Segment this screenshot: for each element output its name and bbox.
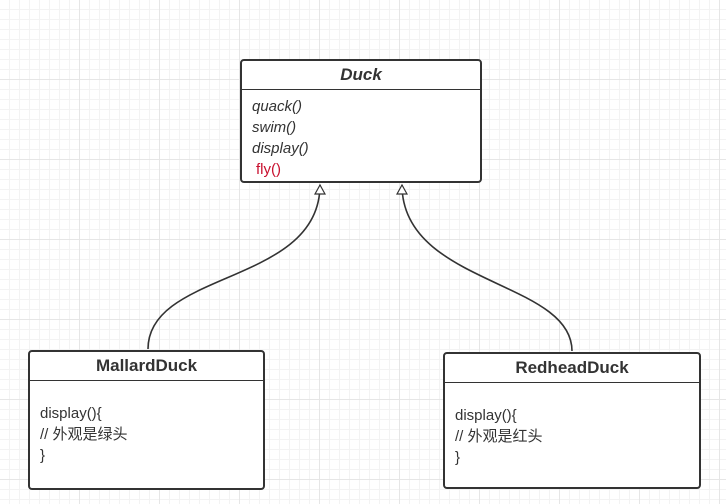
class-duck-methods: quack() swim() display() fly() [242, 90, 480, 186]
class-duck-name: Duck [242, 61, 480, 90]
class-mallard-duck[interactable]: MallardDuck display(){ // 外观是绿头 } [28, 350, 265, 490]
code-line: // 外观是红头 [455, 428, 543, 445]
class-mallard-duck-body: display(){ // 外观是绿头 } [30, 381, 263, 472]
method-swim: swim() [252, 119, 297, 136]
class-duck[interactable]: Duck quack() swim() display() fly() [240, 59, 482, 183]
class-redhead-duck-body: display(){ // 外观是红头 } [445, 383, 699, 474]
code-line: display(){ [40, 405, 102, 422]
class-redhead-duck[interactable]: RedheadDuck display(){ // 外观是红头 } [443, 352, 701, 489]
edge-mallard-to-duck[interactable] [147, 185, 320, 350]
class-mallard-duck-name: MallardDuck [30, 352, 263, 381]
code-line: } [40, 447, 46, 464]
method-fly: fly() [256, 161, 281, 178]
edge-redhead-to-duck[interactable] [402, 185, 573, 352]
code-line: } [455, 449, 461, 466]
method-quack: quack() [252, 98, 303, 115]
class-redhead-duck-name: RedheadDuck [445, 354, 699, 383]
code-line: // 外观是绿头 [40, 426, 128, 443]
code-line: display(){ [455, 407, 517, 424]
method-display: display() [252, 140, 309, 157]
